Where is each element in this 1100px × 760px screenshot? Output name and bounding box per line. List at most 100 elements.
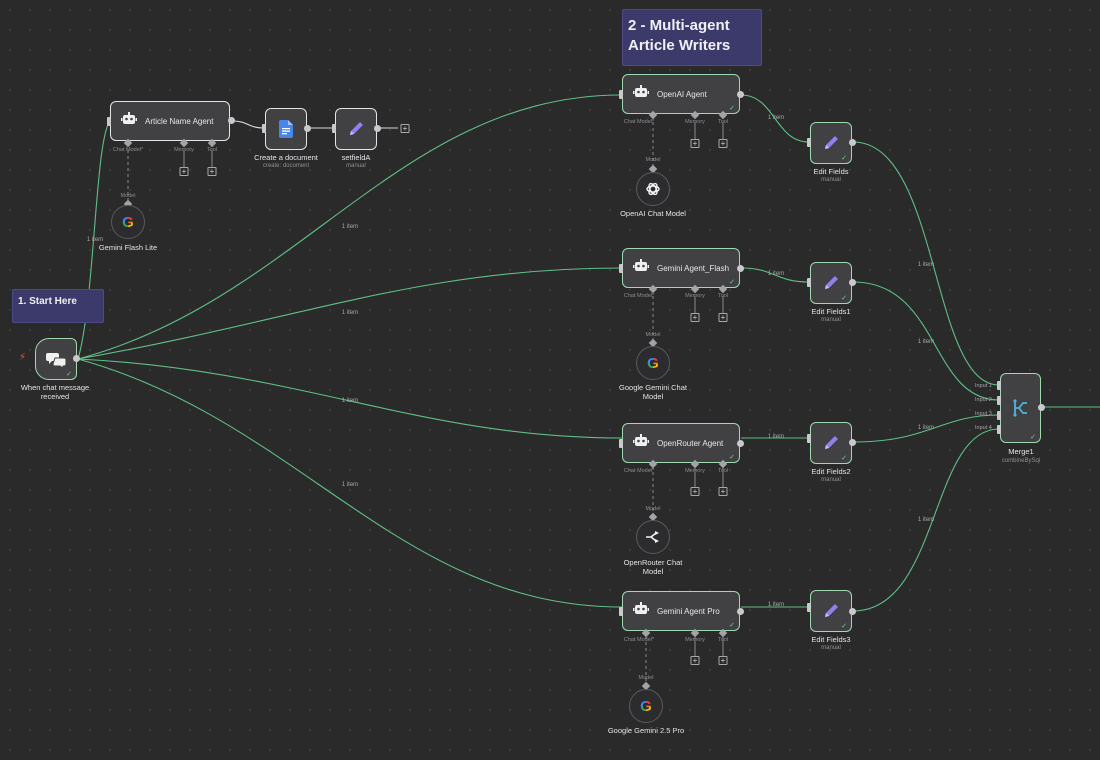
add-memory-button[interactable]: +: [690, 656, 700, 665]
add-memory-button[interactable]: +: [690, 487, 700, 496]
robot-icon: [633, 602, 649, 620]
add-next-node-button[interactable]: +: [400, 124, 410, 133]
google-gemini-chat-model-node[interactable]: G: [636, 346, 670, 380]
google-gemini-chat-model-label: Google Gemini Chat Model: [619, 383, 687, 402]
model-port-label: Model: [645, 157, 661, 163]
chat-trigger-node[interactable]: ✓: [35, 338, 77, 380]
success-check-icon: ✓: [729, 454, 735, 461]
openrouter-agent-output-port[interactable]: [737, 440, 744, 447]
pencil-icon: [825, 604, 838, 617]
add-tool-button[interactable]: +: [718, 487, 728, 496]
success-check-icon: ✓: [729, 279, 735, 286]
edit-fields1-output-port[interactable]: [849, 279, 856, 286]
success-check-icon: ✓: [841, 623, 847, 630]
setfield-output-port[interactable]: [374, 125, 381, 132]
edit-fields2-input-port[interactable]: [807, 434, 811, 443]
merge-input-4-port[interactable]: [997, 425, 1001, 434]
add-tool-button[interactable]: +: [718, 139, 728, 148]
openai-agent-node[interactable]: OpenAI Agent ✓: [622, 74, 740, 114]
edit-fields1-node[interactable]: ✓: [810, 262, 852, 304]
add-memory-button[interactable]: +: [690, 313, 700, 322]
setfielda-node[interactable]: [335, 108, 377, 150]
pencil-icon: [825, 276, 838, 289]
success-check-icon: ✓: [841, 455, 847, 462]
openai-agent-input-port[interactable]: [619, 90, 623, 99]
chat-bubbles-icon: [46, 352, 66, 368]
name-agent-output-port[interactable]: [228, 117, 235, 124]
sticky-start-text: 1. Start Here: [18, 296, 77, 307]
google-gemini-pro-node[interactable]: G: [629, 689, 663, 723]
openrouter-agent-node[interactable]: OpenRouter Agent ✓: [622, 423, 740, 463]
edit-fields3-node[interactable]: ✓: [810, 590, 852, 632]
merge-input-4-label: Input 4: [975, 425, 992, 431]
model-port-label: Model: [645, 506, 661, 512]
tool-label: Tool: [206, 147, 218, 153]
pro-agent-input-port[interactable]: [619, 607, 623, 616]
robot-icon: [121, 112, 137, 130]
merge-node[interactable]: ✓: [1000, 373, 1041, 443]
merge-output-port[interactable]: [1038, 404, 1045, 411]
gemini-agent-pro-node[interactable]: Gemini Agent Pro ✓: [622, 591, 740, 631]
openai-chat-model-node[interactable]: [636, 172, 670, 206]
doc-input-port[interactable]: [262, 124, 266, 133]
openrouter-chat-model-node[interactable]: [636, 520, 670, 554]
add-tool-button[interactable]: +: [718, 656, 728, 665]
create-document-node[interactable]: [265, 108, 307, 150]
gemini-flash-lite-label: Gemini Flash Lite: [98, 243, 158, 252]
edge-item-count: 1 item: [341, 398, 359, 404]
flash-agent-output-port[interactable]: [737, 265, 744, 272]
merge-input-1-port[interactable]: [997, 381, 1001, 390]
edit-fields3-subtitle: manual: [821, 645, 841, 651]
agent-title: Gemini Agent_Flash: [657, 263, 730, 273]
memory-label: Memory: [685, 468, 705, 474]
merge-input-1-label: Input 1: [975, 383, 992, 389]
article-name-agent-node[interactable]: Article Name Agent: [110, 101, 230, 141]
edit-fields2-node[interactable]: ✓: [810, 422, 852, 464]
merge-input-2-port[interactable]: [997, 396, 1001, 405]
success-check-icon: ✓: [841, 155, 847, 162]
edge-item-count: 1 item: [86, 237, 104, 243]
edit-fields2-subtitle: manual: [821, 477, 841, 483]
edge-item-count: 1 item: [767, 271, 785, 277]
setfield-input-port[interactable]: [332, 124, 336, 133]
setfielda-label: setfieldA: [341, 153, 371, 162]
add-tool-button[interactable]: +: [718, 313, 728, 322]
sticky-start-here[interactable]: 1. Start Here: [12, 289, 104, 323]
sticky-multi-agent-writers[interactable]: 2 - Multi-agent Article Writers: [622, 9, 762, 66]
pro-agent-output-port[interactable]: [737, 608, 744, 615]
tool-label: Tool: [717, 293, 729, 299]
edit-fields2-output-port[interactable]: [849, 439, 856, 446]
model-port-label: Model: [638, 675, 654, 681]
trigger-output-port[interactable]: [73, 355, 80, 362]
merge-input-3-port[interactable]: [997, 411, 1001, 420]
edge-item-count: 1 item: [917, 339, 935, 345]
edit-fields1-input-port[interactable]: [807, 278, 811, 287]
memory-label: Memory: [685, 293, 705, 299]
flash-agent-input-port[interactable]: [619, 264, 623, 273]
success-check-icon: ✓: [729, 622, 735, 629]
doc-output-port[interactable]: [304, 125, 311, 132]
edit-fields-output-port[interactable]: [849, 139, 856, 146]
add-tool-button[interactable]: +: [207, 167, 217, 176]
gemini-flash-lite-node[interactable]: G: [111, 205, 145, 239]
lightning-icon: ⚡: [19, 352, 27, 363]
edit-fields1-label: Edit Fields1: [811, 307, 851, 316]
edge-item-count: 1 item: [767, 434, 785, 440]
edit-fields3-output-port[interactable]: [849, 608, 856, 615]
memory-label: Memory: [685, 119, 705, 125]
name-agent-input-port[interactable]: [107, 117, 111, 126]
edit-fields3-label: Edit Fields3: [811, 635, 851, 644]
edit-fields1-subtitle: manual: [821, 317, 841, 323]
pencil-icon: [825, 436, 838, 449]
edit-fields3-input-port[interactable]: [807, 603, 811, 612]
edit-fields-label: Edit Fields: [813, 167, 849, 176]
google-g-icon: G: [122, 213, 134, 231]
openai-agent-output-port[interactable]: [737, 91, 744, 98]
gemini-agent-flash-node[interactable]: Gemini Agent_Flash ✓: [622, 248, 740, 288]
edit-fields-node[interactable]: ✓: [810, 122, 852, 164]
edit-fields-input-port[interactable]: [807, 138, 811, 147]
add-memory-button[interactable]: +: [690, 139, 700, 148]
openrouter-agent-input-port[interactable]: [619, 439, 623, 448]
edge-name-agent-to-doc[interactable]: [231, 120, 265, 129]
add-memory-button[interactable]: +: [179, 167, 189, 176]
